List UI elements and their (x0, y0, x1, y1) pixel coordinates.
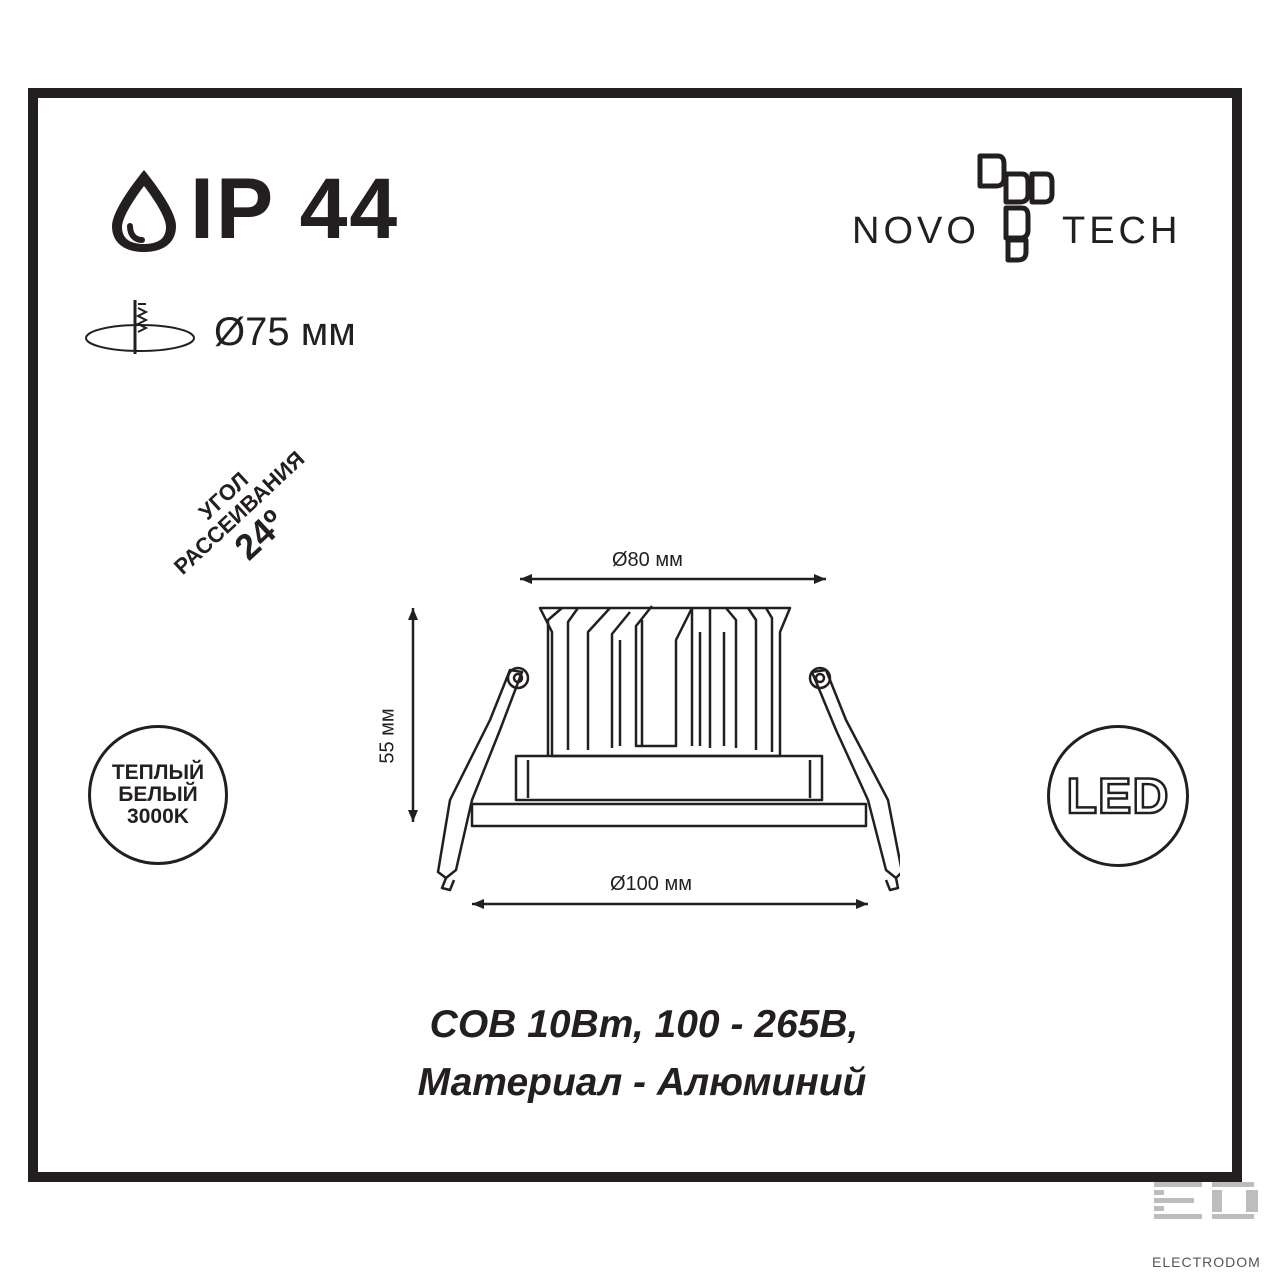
color-temp-line2: БЕЛЫЙ (118, 782, 198, 806)
color-temp-line1: ТЕПЛЫЙ (111, 760, 205, 784)
watermark-text: ELECTRODOM (1152, 1254, 1261, 1270)
top-diameter-label: Ø80 мм (612, 549, 683, 571)
diagram-frame (28, 88, 1242, 1182)
bottom-diameter-label: Ø100 мм (610, 873, 692, 895)
brand-emblem-icon (977, 153, 1055, 263)
spec-material: Материал - Алюминий (417, 1061, 867, 1104)
water-drop-icon (112, 170, 176, 252)
luminaire-drawing (408, 574, 900, 909)
brand-name-left: NOVO (852, 210, 980, 252)
brand-logo: NOVO TECH (852, 150, 1212, 270)
electrodom-logo-icon (1154, 1182, 1258, 1219)
color-temp-line3: 3000K (127, 805, 189, 829)
ceiling-cutout-icon (85, 300, 195, 354)
ip-rating: IP 44 (190, 161, 400, 257)
height-label: 55 мм (376, 708, 399, 764)
color-temperature-badge: ТЕПЛЫЙ БЕЛЫЙ 3000K (88, 725, 228, 865)
brand-name-right: TECH (1062, 210, 1182, 252)
led-badge: LED (1047, 725, 1189, 867)
led-badge-text: LED (1065, 767, 1170, 826)
cutout-diameter: Ø75 мм (214, 310, 356, 354)
spec-power-voltage: COB 10Вт, 100 - 265В, (429, 1003, 859, 1046)
